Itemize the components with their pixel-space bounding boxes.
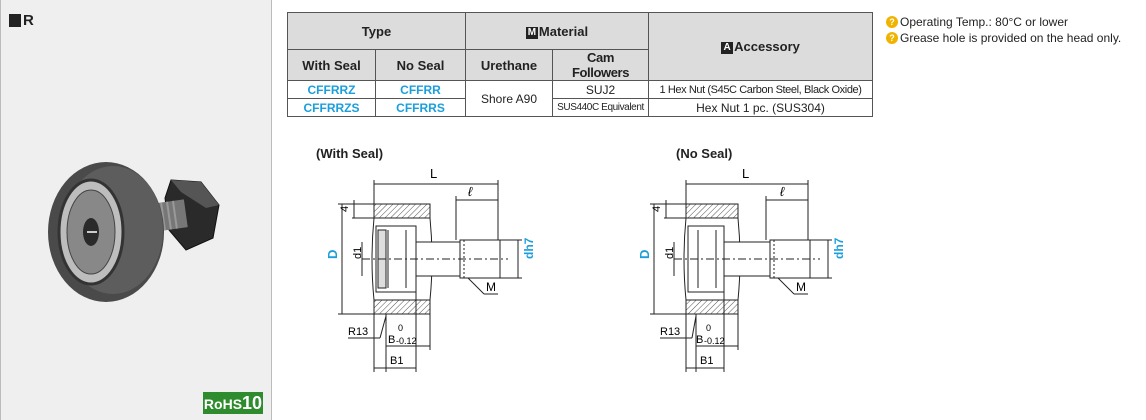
part-with-seal[interactable]: CFFRRZ [287,80,376,99]
no-seal-title: (No Seal) [676,146,733,161]
subheader-with-seal: With Seal [287,49,376,81]
dim-dh7: dh7 [832,237,846,259]
dim-L: L [430,166,437,181]
with-seal-title: (With Seal) [316,146,384,161]
dim-M: M [796,280,806,294]
dim-B1: B1 [700,355,713,367]
dim-D: D [638,250,652,259]
dim-l: ℓ [468,184,473,199]
product-image [48,162,220,302]
note-icon: ? [886,16,898,28]
part-with-seal[interactable]: CFFRRZS [287,98,376,117]
dim-L: L [742,166,749,181]
subheader-no-seal: No Seal [375,49,466,81]
dim-R13: R13 [348,326,368,338]
product-panel: R RoHS10 [0,0,272,420]
series-square-icon [9,14,21,27]
rohs-number: 10 [242,393,263,413]
no-seal-diagram: L ℓ 4 D d1 dh7 M R13 B 0 -0.12 B1 [638,166,846,372]
subheader-cam-followers: Cam Followers [552,49,649,81]
accessory-badge: A [721,42,734,54]
dim-4: 4 [651,206,663,212]
table-row: CFFRRZS CFFRRS SUS440C Equivalent Hex Nu… [287,98,873,117]
dim-R13: R13 [660,326,680,338]
table-row: CFFRRZ CFFRR Shore A90 SUJ2 1 Hex Nut (S… [287,80,873,117]
dim-B-tol-bottom: -0.12 [704,336,725,346]
dim-B: B [696,334,703,346]
dim-B-tol-top: 0 [398,323,403,333]
dim-B-tol-top: 0 [706,323,711,333]
dim-d1: d1 [352,247,364,259]
dim-d1: d1 [664,247,676,259]
part-no-seal[interactable]: CFFRRS [375,98,466,117]
dim-4: 4 [339,206,351,212]
cam-material: SUJ2 [552,80,649,99]
note-item: ?Grease hole is provided on the head onl… [886,30,1121,46]
dim-l: ℓ [780,184,785,199]
with-seal-diagram: L ℓ 4 D d1 dh7 M R13 B 0 -0.12 B1 [325,166,536,372]
dim-D: D [325,250,340,259]
dim-B1: B1 [390,355,403,367]
urethane-value: Shore A90 [465,80,553,117]
series-label: R [9,12,34,29]
subheader-urethane: Urethane [465,49,553,81]
type-header: Type [287,12,466,50]
rohs-prefix: RoHS [203,396,243,412]
note-item: ?Operating Temp.: 80°C or lower [886,14,1121,30]
accessory-value: Hex Nut 1 pc. (SUS304) [648,98,873,117]
notes: ?Operating Temp.: 80°C or lower ?Grease … [886,14,1121,46]
part-no-seal[interactable]: CFFRR [375,80,466,99]
note-icon: ? [886,32,898,44]
accessory-value: 1 Hex Nut (S45C Carbon Steel, Black Oxid… [648,80,873,99]
series-name: R [23,12,34,29]
dim-B: B [388,334,395,346]
dim-M: M [486,280,496,294]
rohs-badge: RoHS10 [203,392,263,414]
dim-dh7: dh7 [522,237,536,259]
cam-material: SUS440C Equivalent [552,98,649,117]
material-badge: M [525,26,538,39]
dim-B-tol-bottom: -0.12 [396,336,417,346]
